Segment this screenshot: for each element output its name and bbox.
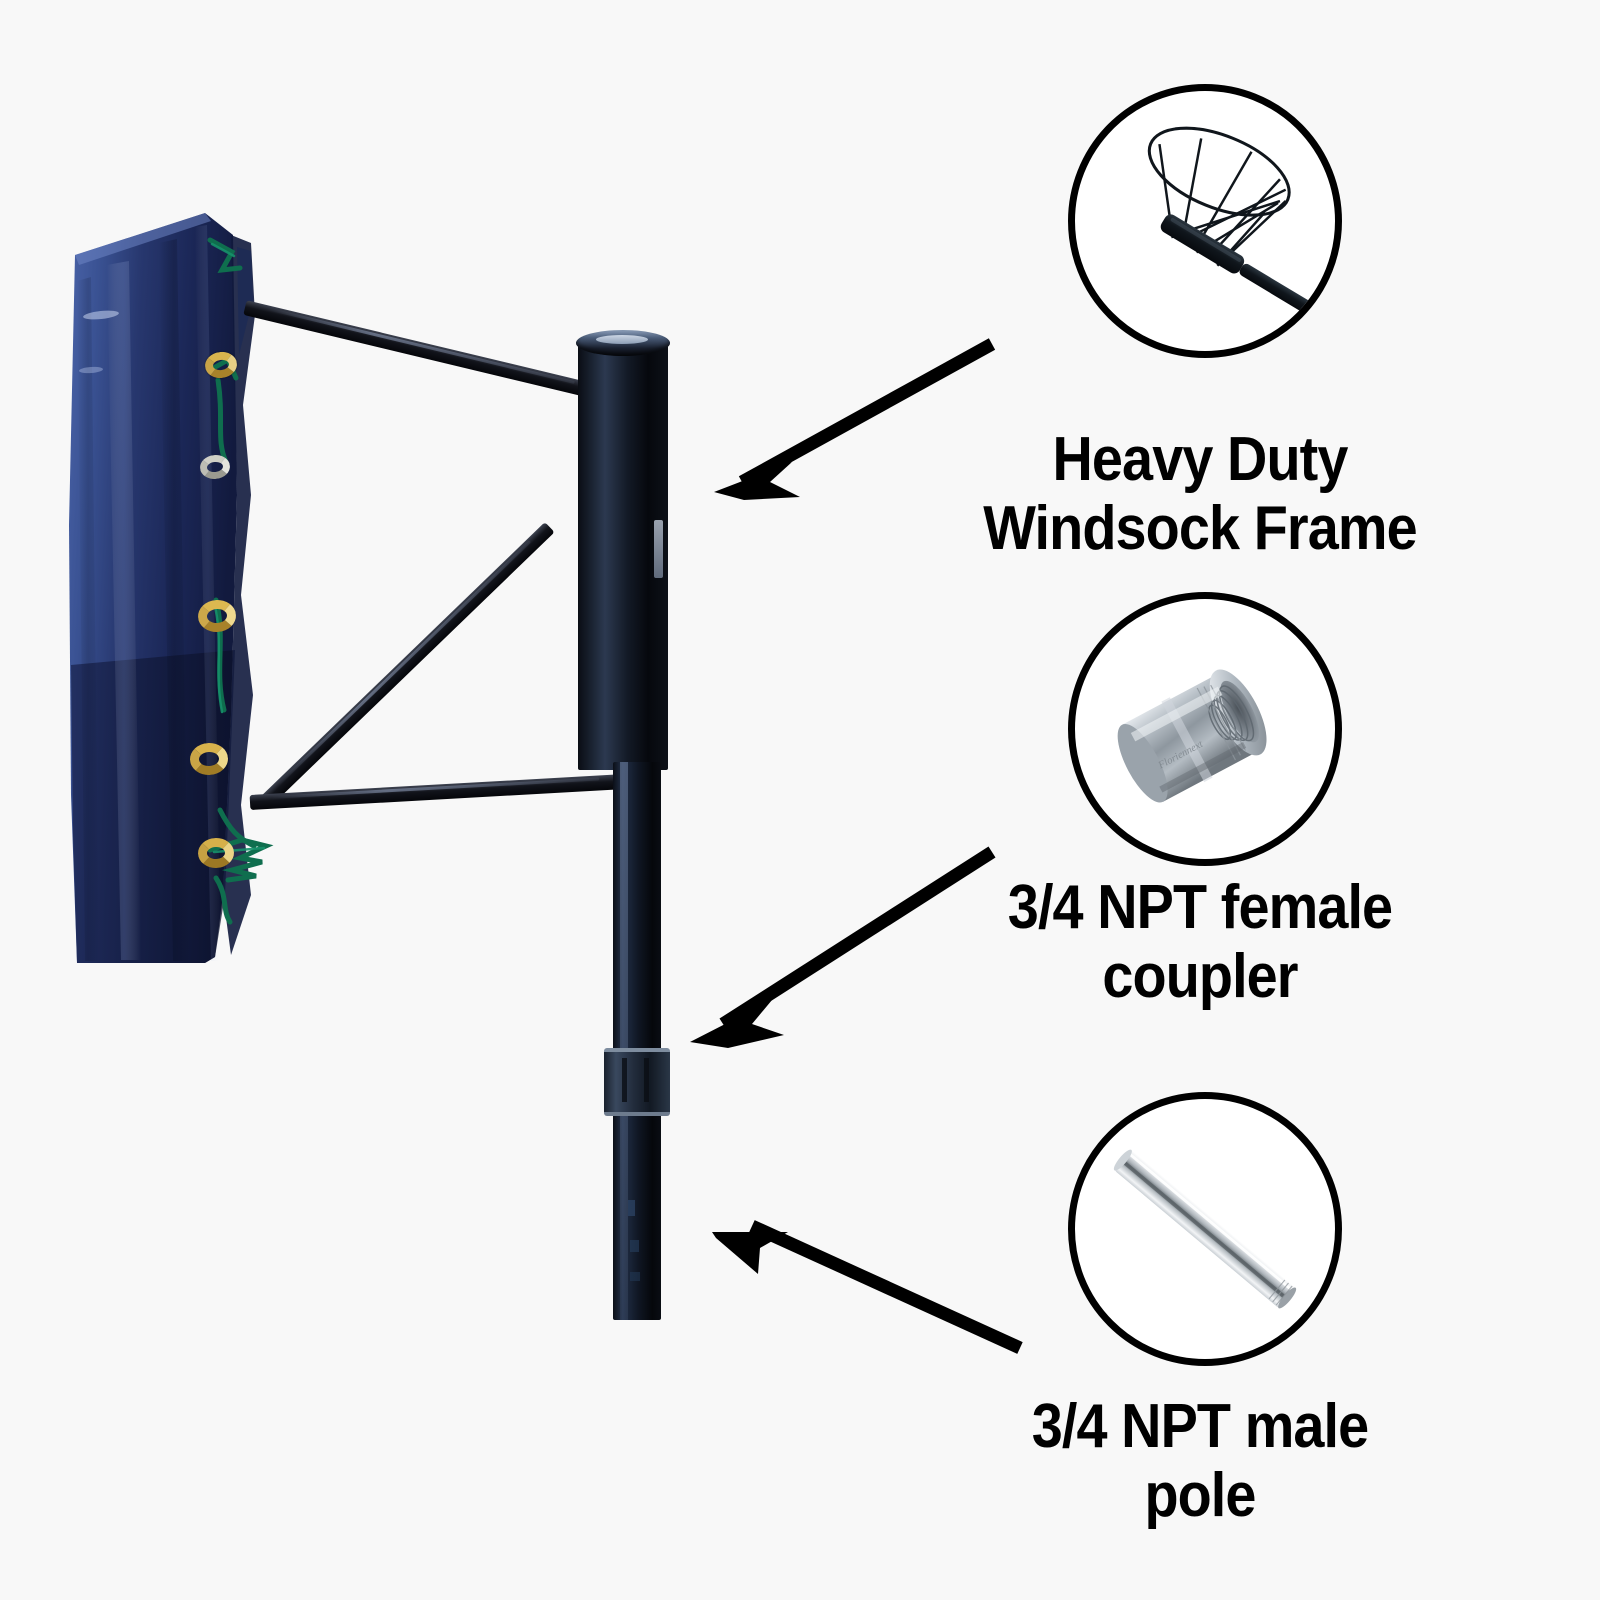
pole-decal: [654, 520, 663, 578]
inset-female-coupler: Floriennext: [1068, 592, 1342, 866]
label-line: 3/4 NPT male: [1031, 1392, 1369, 1461]
label-line: Windsock Frame: [983, 494, 1417, 564]
pole-lower-tube: [613, 762, 661, 1320]
label-windsock-frame: Heavy Duty Windsock Frame: [957, 425, 1443, 564]
pole-fleck: [630, 1272, 640, 1281]
label-line: 3/4 NPT female: [1007, 873, 1393, 942]
windsock-frame-icon: [1147, 126, 1320, 318]
pole-fleck: [628, 1200, 635, 1216]
pole-cap-highlight: [596, 335, 648, 344]
pole-upper-tube: [578, 340, 668, 770]
windsock-fabric: [69, 213, 255, 963]
pole-fleck: [630, 1240, 639, 1252]
inset-male-pole: [1068, 1092, 1342, 1366]
label-line: pole: [1144, 1461, 1256, 1531]
pole-sheen: [620, 762, 628, 1320]
pipe-coupler-on-pole: [604, 1048, 670, 1116]
main-product-photo: [69, 213, 670, 1320]
inset-windsock-frame: [1068, 84, 1342, 358]
label-male-pole: 3/4 NPT male pole: [957, 1392, 1443, 1531]
windsock-tether-cords: [207, 237, 274, 925]
label-female-coupler: 3/4 NPT female coupler: [957, 873, 1443, 1012]
steel-coupler-icon: Floriennext: [1117, 669, 1267, 803]
label-line: coupler: [1102, 942, 1298, 1012]
label-line: Heavy Duty: [1052, 425, 1349, 494]
steel-pole-icon: [1113, 1149, 1297, 1309]
